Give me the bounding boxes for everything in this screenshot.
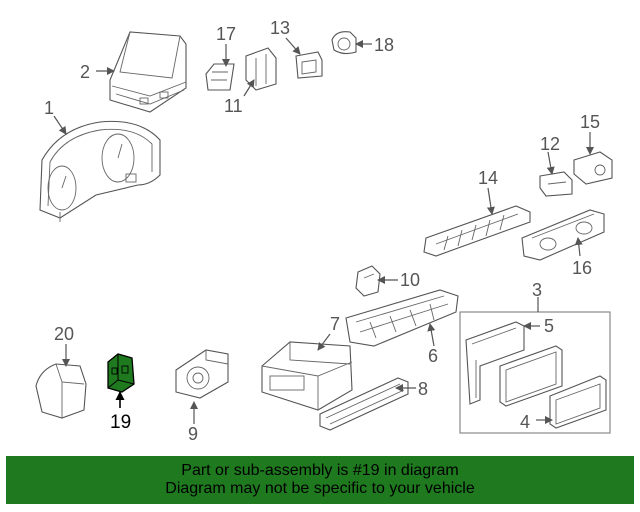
- part-3-group-box: [459, 311, 611, 434]
- part-15-switch: [573, 151, 613, 185]
- part-16-climate-control: [521, 209, 605, 261]
- callout-13: 13: [270, 18, 290, 38]
- part-18-sensor: [331, 31, 357, 55]
- callout-18: 18: [374, 35, 394, 55]
- callout-16: 16: [572, 258, 592, 278]
- callout-9: 9: [188, 424, 198, 444]
- callout-14: 14: [478, 168, 498, 188]
- part-2-display-unit: [109, 31, 187, 113]
- part-9-light-switch: [175, 349, 229, 399]
- part-14-switch-strip: [423, 205, 531, 257]
- callout-2: 2: [80, 62, 90, 82]
- banner-line-1: Part or sub-assembly is #19 in diagram: [181, 462, 459, 479]
- banner-line-2: Diagram may not be specific to your vehi…: [165, 480, 475, 497]
- part-20-housing: [35, 363, 87, 419]
- callout-6: 6: [428, 346, 438, 366]
- callout-19[interactable]: 19: [110, 412, 131, 433]
- part-17-switch: [205, 63, 235, 91]
- callout-5: 5: [544, 316, 554, 336]
- part-5-frame: [465, 321, 525, 405]
- part-13-button: [295, 51, 323, 79]
- callout-20: 20: [54, 324, 74, 344]
- part-6-center-bracket: [345, 289, 459, 347]
- part-12-switch: [539, 171, 573, 197]
- part-1-instrument-cluster: [39, 120, 161, 222]
- callout-1: 1: [44, 98, 54, 118]
- part-11-bracket: [245, 47, 277, 91]
- callout-15: 15: [580, 112, 600, 132]
- callout-4: 4: [520, 412, 530, 432]
- callout-10: 10: [400, 270, 420, 290]
- info-banner: Part or sub-assembly is #19 in diagram D…: [6, 456, 634, 504]
- callout-12: 12: [540, 134, 560, 154]
- callout-17: 17: [216, 24, 236, 44]
- part-19-highlighted[interactable]: [107, 353, 135, 393]
- parts-diagram: 1 2 17 11 13 18 14 12 15 16 10 3 6 7 5 8…: [35, 18, 613, 444]
- callout-8: 8: [418, 379, 428, 399]
- part-4-frame: [549, 375, 607, 429]
- callout-labels: 1 2 17 11 13 18 14 12 15 16 10 3 6 7 5 8…: [44, 18, 600, 444]
- leader-lines: [53, 37, 594, 424]
- part-8-panel: [319, 377, 409, 431]
- callout-3: 3: [532, 280, 542, 300]
- part-7-receiver: [261, 341, 353, 411]
- callout-11: 11: [224, 96, 243, 116]
- part-3-screen: [499, 345, 563, 407]
- part-10-clip: [355, 265, 381, 297]
- callout-7: 7: [330, 314, 340, 334]
